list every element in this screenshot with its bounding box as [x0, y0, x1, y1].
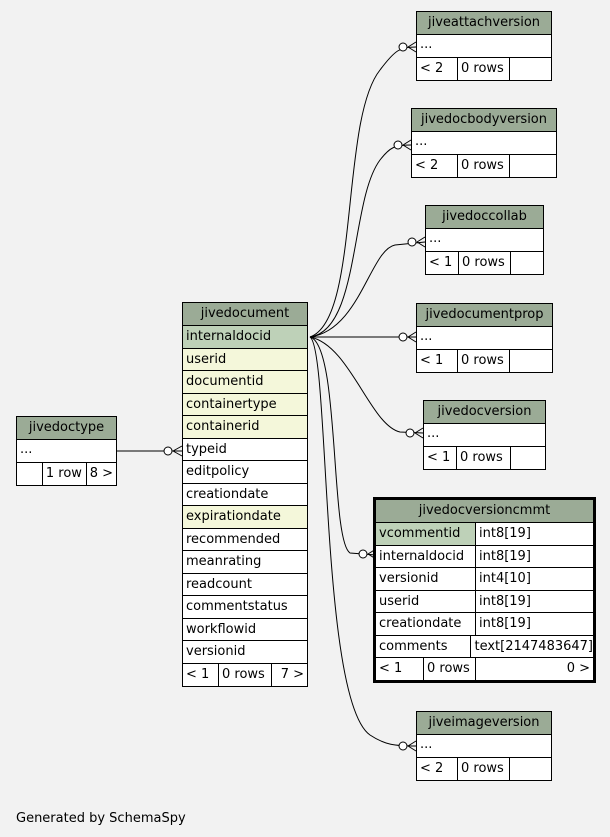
columns-ellipsis: ...: [426, 229, 543, 252]
parents-count: < 2: [417, 758, 458, 780]
parents-count: [17, 463, 43, 485]
table-jivedocversioncmmt[interactable]: jivedocversioncmmt vcommentid int8[19] i…: [373, 497, 596, 683]
parents-count: < 1: [417, 350, 458, 372]
row-count: 1 row: [43, 463, 87, 485]
column-row[interactable]: comments text[2147483647]: [376, 635, 593, 658]
columns-ellipsis: ...: [17, 440, 116, 463]
column-row[interactable]: containerid: [183, 416, 307, 439]
children-count: [510, 758, 516, 780]
columns-ellipsis: ...: [417, 735, 551, 758]
parents-count: < 2: [412, 155, 458, 177]
column-row[interactable]: readcount: [183, 574, 307, 596]
table-title[interactable]: jivedoccollab: [426, 206, 543, 229]
column-row[interactable]: userid int8[19]: [376, 590, 593, 613]
column-name: comments: [376, 635, 472, 657]
table-jivedocbodyversion[interactable]: jivedocbodyversion ... < 2 0 rows: [411, 108, 557, 178]
table-title[interactable]: jivedocversioncmmt: [376, 500, 593, 523]
table-footer: < 1 0 rows 7 >: [183, 663, 307, 686]
column-row[interactable]: expirationdate: [183, 506, 307, 529]
row-count: 0 rows: [458, 350, 510, 372]
column-name: versionid: [376, 568, 476, 590]
table-jiveimageversion[interactable]: jiveimageversion ... < 2 0 rows: [416, 711, 552, 781]
column-type: int4[10]: [479, 571, 531, 586]
row-count: 0 rows: [458, 58, 510, 80]
table-jivedoccollab[interactable]: jivedoccollab ... < 1 0 rows: [425, 205, 544, 275]
parents-count: < 2: [417, 58, 458, 80]
table-footer: < 1 0 rows: [426, 252, 543, 274]
column-type: int8[19]: [479, 593, 531, 609]
column-row[interactable]: editpolicy: [183, 461, 307, 484]
column-name: creationdate: [376, 613, 476, 635]
table-footer: < 1 0 rows: [417, 350, 552, 372]
column-row[interactable]: documentid: [183, 371, 307, 394]
generated-by-note: Generated by SchemaSpy: [16, 811, 186, 826]
table-title[interactable]: jivedocbodyversion: [412, 109, 556, 132]
table-title[interactable]: jivedocument: [183, 303, 307, 326]
table-jivedoctype[interactable]: jivedoctype ... 1 row 8 >: [16, 416, 117, 486]
children-count: [510, 58, 516, 80]
table-footer: < 2 0 rows: [412, 155, 556, 177]
columns-ellipsis: ...: [424, 424, 545, 447]
children-count: [510, 155, 516, 177]
children-count: 8 >: [89, 466, 113, 481]
column-name: vcommentid: [376, 523, 476, 545]
table-footer: < 1 0 rows 0 >: [376, 658, 593, 680]
children-count: 0 >: [566, 661, 590, 676]
column-row[interactable]: workflowid: [183, 619, 307, 641]
table-title[interactable]: jiveattachversion: [417, 12, 551, 35]
column-row[interactable]: commentstatus: [183, 596, 307, 619]
table-footer: < 1 0 rows: [424, 447, 545, 469]
table-jivedocumentprop[interactable]: jivedocumentprop ... < 1 0 rows: [416, 303, 553, 373]
parents-count: < 1: [376, 658, 424, 680]
column-row[interactable]: creationdate int8[19]: [376, 613, 593, 636]
row-count: 0 rows: [219, 663, 272, 686]
column-type: int8[19]: [479, 526, 531, 541]
table-title[interactable]: jivedoctype: [17, 417, 116, 440]
column-name: internaldocid: [376, 545, 476, 567]
column-row[interactable]: userid: [183, 348, 307, 371]
column-type: int8[19]: [479, 548, 531, 564]
column-row[interactable]: containertype: [183, 393, 307, 416]
table-jivedocversion[interactable]: jivedocversion ... < 1 0 rows: [423, 400, 546, 470]
row-count: 0 rows: [459, 252, 511, 274]
table-jivedocument[interactable]: jivedocument internaldocid userid docume…: [182, 302, 308, 687]
row-count: 0 rows: [458, 758, 510, 780]
row-count: 0 rows: [458, 155, 510, 177]
children-count: [511, 447, 517, 469]
column-row[interactable]: typeid: [183, 439, 307, 461]
table-title[interactable]: jivedocversion: [424, 401, 545, 424]
columns-ellipsis: ...: [412, 132, 556, 155]
column-name: userid: [376, 590, 476, 612]
column-row[interactable]: versionid: [183, 641, 307, 664]
column-row[interactable]: creationdate: [183, 484, 307, 506]
table-jiveattachversion[interactable]: jiveattachversion ... < 2 0 rows: [416, 11, 552, 81]
table-title[interactable]: jiveimageversion: [417, 712, 551, 735]
columns-ellipsis: ...: [417, 35, 551, 58]
parents-count: < 1: [424, 447, 457, 469]
column-row[interactable]: versionid int4[10]: [376, 568, 593, 591]
column-type: int8[19]: [479, 616, 531, 631]
children-count: [511, 252, 517, 274]
parents-count: < 1: [183, 663, 219, 686]
columns-ellipsis: ...: [417, 327, 552, 350]
table-footer: < 2 0 rows: [417, 58, 551, 80]
row-count: 0 rows: [424, 658, 476, 680]
children-count: [510, 350, 516, 372]
table-footer: 1 row 8 >: [17, 463, 116, 485]
parents-count: < 1: [426, 252, 459, 274]
column-row[interactable]: vcommentid int8[19]: [376, 523, 593, 546]
children-count: 7 >: [280, 666, 304, 682]
table-footer: < 2 0 rows: [417, 758, 551, 780]
column-row[interactable]: internaldocid int8[19]: [376, 545, 593, 568]
column-row[interactable]: internaldocid: [183, 326, 307, 349]
table-title[interactable]: jivedocumentprop: [417, 304, 552, 327]
row-count: 0 rows: [457, 447, 511, 469]
column-row[interactable]: meanrating: [183, 551, 307, 574]
column-row[interactable]: recommended: [183, 529, 307, 551]
column-type: text[2147483647]: [474, 638, 593, 654]
